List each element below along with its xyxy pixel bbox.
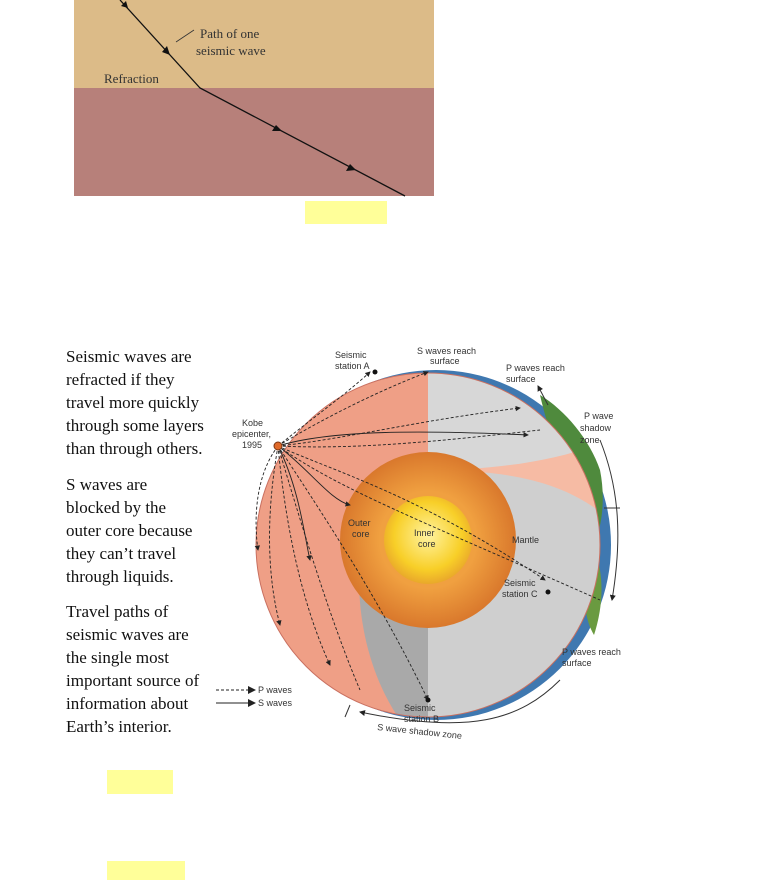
arrowhead-icon	[272, 125, 282, 131]
label-s-reach: surface	[430, 356, 460, 366]
legend-p-label: P waves	[258, 685, 292, 695]
label-mantle: Mantle	[512, 535, 539, 545]
label-inner-core: core	[418, 539, 436, 549]
label-inner-core: Inner	[414, 528, 435, 538]
arrowhead-icon	[121, 1, 128, 8]
note-line: Earth’s interior.	[66, 717, 172, 736]
label-p-reach-top: P waves reach	[506, 363, 565, 373]
note-refraction: Seismic waves are refracted if they trav…	[66, 345, 241, 460]
label-station-c: station C	[502, 589, 538, 599]
label-p-reach-bottom: P waves reach	[562, 647, 621, 657]
label-station-b: station B	[404, 714, 439, 724]
label-kobe: Kobe	[242, 418, 263, 428]
note-s-waves: S waves are blocked by the outer core be…	[66, 473, 241, 588]
note-line: blocked by the	[66, 498, 167, 517]
arrowhead-icon	[162, 46, 170, 55]
label-kobe: 1995	[242, 440, 262, 450]
station-c-marker	[545, 589, 551, 595]
label-p-reach-top: surface	[506, 374, 536, 384]
path-label-line1: Path of one	[200, 26, 259, 41]
lower-layer	[74, 88, 434, 196]
legend-s-label: S waves	[258, 698, 293, 708]
label-s-reach: S waves reach	[417, 346, 476, 356]
label-station-a: Seismic	[335, 350, 367, 360]
note-line: S waves are	[66, 475, 148, 494]
label-outer-core: Outer	[348, 518, 371, 528]
label-s-shadow: S wave shadow zone	[377, 722, 463, 741]
label-p-reach-bottom: surface	[562, 658, 592, 668]
s-shadow-arc	[359, 679, 561, 724]
note-line: they can’t travel	[66, 544, 177, 563]
label-kobe: epicenter,	[232, 429, 271, 439]
label-outer-core: core	[352, 529, 370, 539]
label-station-a: station A	[335, 361, 370, 371]
label-p-shadow: zone	[580, 435, 600, 445]
label-station-c: Seismic	[504, 578, 536, 588]
note-line: Seismic waves are	[66, 347, 192, 366]
note-line: through liquids.	[66, 567, 174, 586]
p-shadow-arc	[599, 439, 619, 601]
arrowhead-icon	[346, 164, 356, 171]
highlight-box	[107, 770, 173, 794]
note-line: Travel paths of	[66, 602, 169, 621]
tick	[344, 704, 351, 718]
note-line: travel more quickly	[66, 393, 200, 412]
note-line: refracted if they	[66, 370, 175, 389]
note-line: important source of	[66, 671, 200, 690]
refraction-label: Refraction	[104, 71, 159, 86]
note-line: the single most	[66, 648, 169, 667]
leader-line	[175, 29, 195, 43]
refraction-diagram: Path of one seismic wave Refraction	[74, 0, 434, 197]
station-b-marker	[425, 697, 431, 703]
path-label-line2: seismic wave	[196, 43, 266, 58]
s-wave-paths	[277, 431, 529, 561]
seismic-wave-path	[119, 0, 406, 197]
station-a-marker	[372, 369, 378, 375]
kobe-epicenter-marker	[273, 441, 283, 451]
legend-p-arrow-icon	[248, 686, 256, 694]
highlight-box	[305, 201, 387, 224]
label-station-b: Seismic	[404, 703, 436, 713]
note-line: than through others.	[66, 439, 203, 458]
pointer-arrow	[537, 385, 549, 406]
note-line: information about	[66, 694, 189, 713]
p-wave-paths	[254, 371, 601, 701]
note-line: through some layers	[66, 416, 204, 435]
highlight-box	[107, 861, 185, 880]
note-line: seismic waves are	[66, 625, 189, 644]
inner-core	[384, 496, 472, 584]
label-p-shadow: P wave	[584, 411, 613, 421]
note-line: outer core because	[66, 521, 193, 540]
legend-s-arrow-icon	[248, 699, 256, 707]
label-p-shadow: shadow	[580, 423, 612, 433]
note-travel-paths: Travel paths of seismic waves are the si…	[66, 600, 241, 738]
